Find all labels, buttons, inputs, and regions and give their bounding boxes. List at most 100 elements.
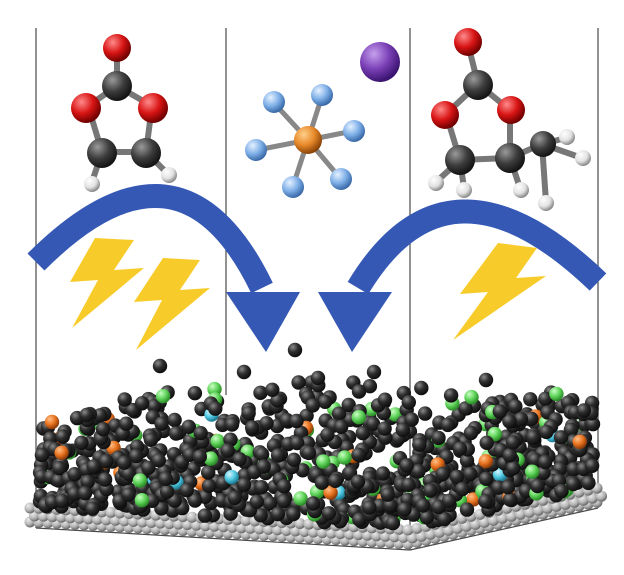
black-particle (530, 478, 545, 494)
substrate-atom (542, 502, 553, 514)
substrate-atom (515, 508, 526, 520)
orange-particle (572, 434, 587, 449)
black-particle (502, 492, 518, 507)
black-particle (287, 342, 303, 358)
black-particle (500, 480, 516, 495)
black-particle (417, 406, 433, 421)
black-particle (334, 419, 349, 434)
black-particle (463, 425, 479, 441)
black-particle (317, 394, 333, 409)
black-particle (119, 416, 134, 431)
black-particle (224, 417, 240, 432)
black-particle (253, 508, 268, 523)
black-particle (236, 477, 252, 492)
black-particle (505, 435, 521, 450)
black-particle (187, 493, 203, 508)
black-particle (401, 395, 416, 410)
black-particle (262, 496, 278, 511)
black-particle (419, 510, 434, 525)
green-particle (132, 473, 148, 488)
black-particle (117, 455, 132, 470)
black-particle (538, 391, 553, 406)
curved-arrow-right-icon (318, 199, 607, 352)
curved-arrow-left-icon (27, 184, 300, 352)
substrate-atom (186, 511, 198, 523)
black-particle (79, 407, 94, 423)
black-particle (463, 466, 478, 482)
black-particle (301, 445, 317, 461)
black-particle (502, 448, 517, 463)
black-particle (54, 493, 70, 509)
deposited-particle-layer (32, 342, 601, 531)
black-particle (192, 449, 207, 464)
black-particle (563, 422, 579, 437)
black-particle (538, 454, 553, 470)
substrate-atom (524, 506, 535, 518)
black-particle (270, 506, 286, 522)
black-particle (459, 502, 475, 517)
black-particle (305, 496, 321, 511)
black-particle (526, 429, 541, 445)
black-particle (431, 430, 446, 446)
orange-particle (44, 414, 60, 430)
substrate-atom (587, 492, 598, 504)
black-particle (576, 403, 592, 418)
black-particle (554, 483, 569, 499)
substrate-atom (452, 522, 463, 534)
black-particle (566, 476, 581, 492)
black-particle (506, 460, 521, 476)
black-particle (478, 372, 494, 388)
black-particle (134, 396, 150, 411)
black-particle (227, 490, 242, 506)
black-particle (479, 435, 494, 450)
substrate-atom (24, 502, 36, 514)
substrate-atom (303, 518, 315, 530)
black-particle (256, 459, 271, 474)
substrate-atom (443, 524, 454, 536)
black-particle (265, 382, 280, 397)
substrate-atom (294, 518, 306, 529)
black-particle (289, 413, 304, 429)
black-particle (208, 401, 223, 416)
black-particle (553, 430, 569, 445)
green-particle (203, 451, 218, 466)
lithium-hexafluorophosphate-molecule (245, 84, 365, 198)
black-particle (181, 419, 196, 434)
substrate-atom (569, 496, 580, 508)
black-particle (289, 435, 305, 451)
black-particle (437, 511, 452, 527)
black-particle (524, 411, 539, 426)
black-particle (411, 464, 426, 479)
black-particle (151, 453, 166, 468)
black-particle (220, 443, 235, 458)
black-particle (93, 408, 108, 423)
simulation-box-frame (35, 28, 599, 551)
black-particle (158, 471, 173, 486)
green-particle (549, 386, 564, 402)
substrate-atom (497, 512, 508, 524)
substrate-atom (461, 520, 472, 532)
black-particle (276, 493, 291, 509)
black-particle (401, 477, 416, 492)
black-particle (314, 475, 330, 490)
black-particle (232, 452, 247, 467)
substrate-atom (402, 524, 414, 536)
substrate-atom (596, 490, 607, 502)
black-particle (435, 466, 450, 482)
black-particle (452, 441, 468, 456)
black-particle (362, 379, 378, 394)
substrate-atom (479, 516, 490, 528)
black-particle (355, 425, 370, 441)
black-particle (201, 478, 217, 493)
black-particle (351, 447, 366, 462)
black-particle (55, 429, 70, 444)
ethylene-carbonate-molecule (71, 34, 177, 192)
black-particle (513, 411, 529, 427)
black-particle (276, 479, 292, 494)
black-particle (350, 474, 366, 489)
black-particle (305, 398, 320, 413)
black-particle (197, 508, 213, 523)
black-particle (253, 385, 268, 400)
black-particle (377, 421, 392, 436)
substrate-atom (560, 498, 571, 510)
